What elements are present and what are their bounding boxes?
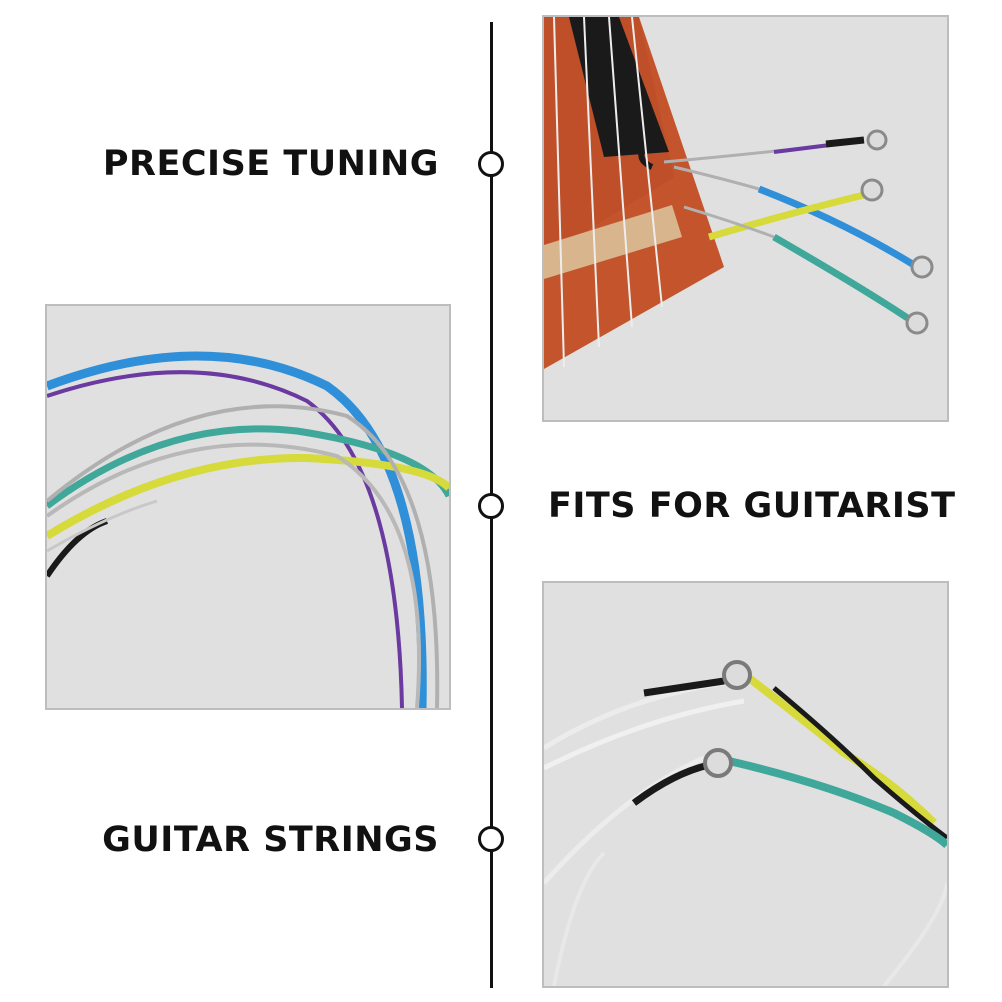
timeline-node-bottom	[478, 826, 504, 852]
violin-strings-photo	[542, 15, 949, 422]
feature-label-precise-tuning: PRECISE TUNING	[102, 144, 439, 184]
coiled-strings-photo	[45, 304, 451, 710]
timeline-node-middle	[478, 493, 504, 519]
string-ball-ends-photo	[542, 581, 949, 988]
timeline-node-top	[478, 151, 504, 177]
feature-label-guitar-strings: GUITAR STRINGS	[102, 820, 439, 860]
feature-label-fits-for-guitarist: FITS FOR GUITARIST	[548, 486, 956, 526]
